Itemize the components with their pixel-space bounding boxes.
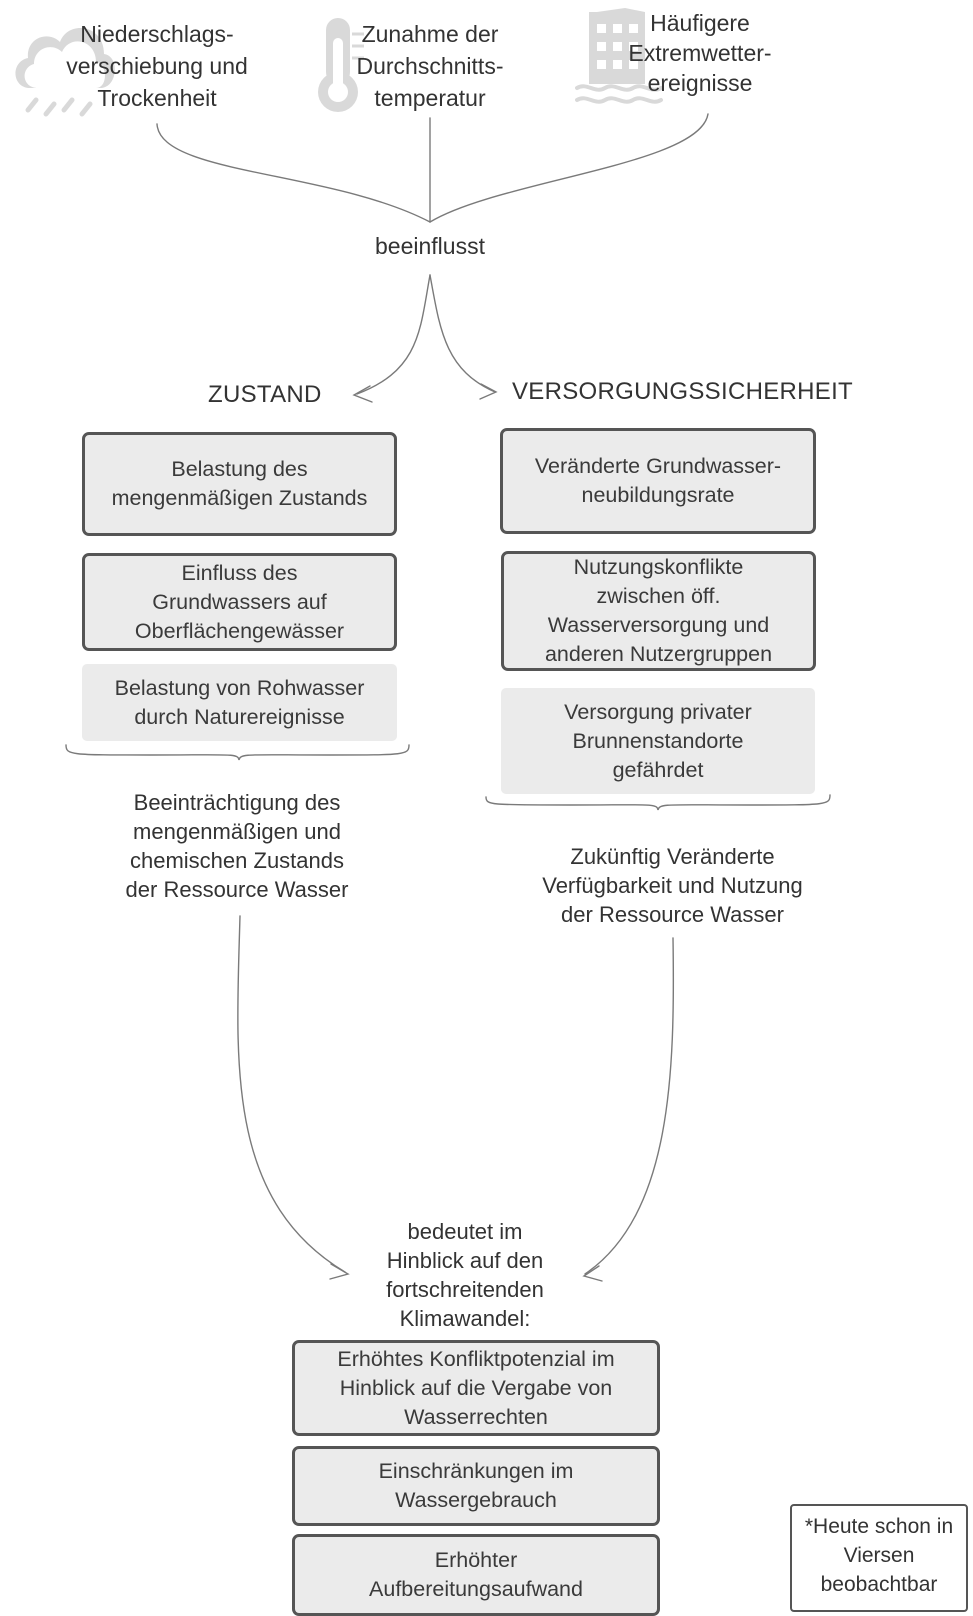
right-box-3-text: Versorgung privater Brunnenstandorte gef… xyxy=(564,699,752,782)
driver-label-precipitation: Niederschlags- verschiebung und Trockenh… xyxy=(66,21,248,111)
connector-influences: beeinflusst xyxy=(375,233,485,259)
left-box-groundwater-influence: Einfluss des Grundwassers auf Oberfläche… xyxy=(82,553,397,651)
heading-versorgungssicherheit: VERSORGUNGSSICHERHEIT xyxy=(512,378,854,405)
right-box-private-wells: Versorgung privater Brunnenstandorte gef… xyxy=(501,688,815,794)
arrow-right-head xyxy=(479,383,498,400)
left-box-1-text: Belastung des mengenmäßigen Zustands xyxy=(111,457,368,510)
flooded-building-icon xyxy=(575,8,663,104)
outcome-1-text: Erhöhtes Konfliktpotenzial im Hinblick a… xyxy=(337,1346,615,1429)
outcome-box-usage-restrictions: Einschränkungen im Wassergebrauch xyxy=(292,1446,660,1526)
branch-right-line xyxy=(429,274,496,393)
left-summary: Beeinträchtigung des mengenmäßigen und c… xyxy=(125,790,349,902)
arrow-bottom-left-head xyxy=(329,1263,350,1280)
right-summary-line xyxy=(584,937,675,1275)
arrow-left-head xyxy=(352,385,373,403)
right-box-1-text: Veränderte Grundwasser- neubildungsrate xyxy=(534,454,782,507)
left-box-2-text: Einfluss des Grundwassers auf Oberfläche… xyxy=(134,560,345,643)
right-box-2-text: Nutzungskonflikte zwischen öff. Wasserve… xyxy=(544,555,773,666)
driver-label-temperature: Zunahme der Durchschnitts- temperatur xyxy=(356,21,504,111)
driver-label-extreme-weather: Häufigere Extremwetter- ereignisse xyxy=(628,10,772,96)
cloud-rain-icon xyxy=(15,28,115,117)
left-box-3-text: Belastung von Rohwasser durch Naturereig… xyxy=(114,675,365,729)
left-bracket xyxy=(65,744,410,761)
thermometer-icon xyxy=(318,18,364,112)
outcome-box-conflict-potential: Erhöhtes Konfliktpotenzial im Hinblick a… xyxy=(292,1340,660,1436)
outcome-box-treatment-effort: Erhöhter Aufbereitungsaufwand xyxy=(292,1534,660,1616)
right-bracket xyxy=(485,794,831,811)
left-summary-line xyxy=(237,915,346,1273)
right-box-recharge-rate: Veränderte Grundwasser- neubildungsrate xyxy=(500,428,816,534)
driver-1-line xyxy=(156,123,431,223)
left-box-quantitative-status: Belastung des mengenmäßigen Zustands xyxy=(82,432,397,536)
right-summary: Zukünftig Veränderte Verfügbarkeit und N… xyxy=(542,844,803,927)
connector-means: bedeutet im Hinblick auf den fortschreit… xyxy=(386,1219,544,1331)
heading-zustand: ZUSTAND xyxy=(208,381,322,408)
branch-left-line xyxy=(356,274,431,395)
driver-3-line xyxy=(429,113,709,223)
footnote-viersen: *Heute schon in Viersen beobachtbar xyxy=(790,1504,968,1612)
left-box-raw-water-stress: Belastung von Rohwasser durch Naturereig… xyxy=(82,664,397,741)
arrow-bottom-right-head xyxy=(582,1265,603,1282)
outcome-3-text: Erhöhter Aufbereitungsaufwand xyxy=(369,1548,583,1601)
outcome-2-text: Einschränkungen im Wassergebrauch xyxy=(378,1459,574,1512)
right-box-usage-conflicts: Nutzungskonflikte zwischen öff. Wasserve… xyxy=(501,551,816,671)
